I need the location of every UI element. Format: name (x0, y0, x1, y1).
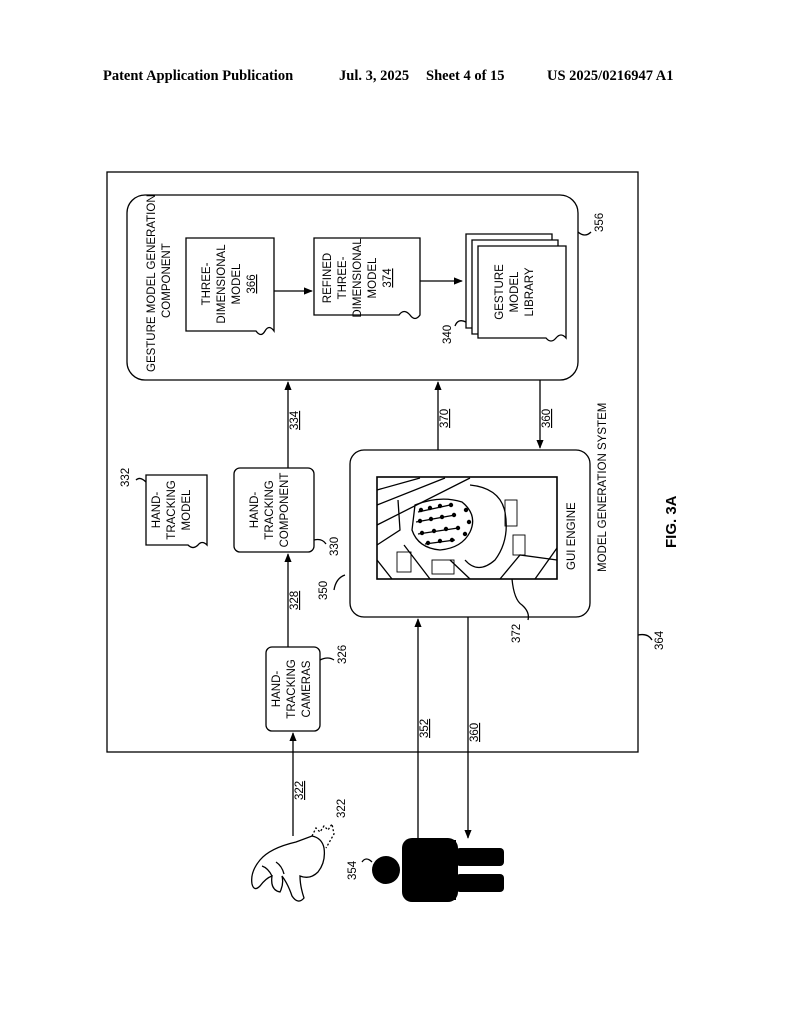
gesture-ref-leader (577, 231, 592, 236)
system-ref: 364 (654, 630, 666, 650)
user-silhouette (372, 838, 504, 902)
gui-engine-ref: 350 (318, 581, 330, 600)
system-ref-leader (637, 633, 653, 641)
refined-model-line-3: DIMENSIONAL (352, 238, 364, 318)
hand-tracking-model-line-3: MODEL (181, 489, 193, 531)
hand-drawing (251, 822, 335, 902)
gui-screen-ref-leader (511, 578, 530, 621)
arrow-ref-322: 322 (294, 781, 306, 800)
gui-screen (376, 476, 558, 580)
library-sheet-front (477, 245, 567, 342)
refined-model-line-2: THREE- (337, 256, 349, 299)
arrow-ref-360-top: 360 (541, 409, 553, 428)
patent-number: US 2025/0216947 A1 (547, 68, 674, 84)
figure-label: FIG. 3A (663, 495, 680, 548)
hand-tracking-component-line-3: COMPONENT (279, 473, 291, 548)
refined-model-line-4: MODEL (367, 257, 379, 299)
hand-tracking-component-line-2: TRACKING (264, 480, 276, 539)
refined-model-ref: 374 (382, 268, 394, 288)
hand-tracking-cameras-box (265, 646, 321, 732)
hand-tracking-model-ref-leader (135, 477, 147, 483)
publication-date: Jul. 3, 2025 (339, 68, 410, 84)
gui-screen-ref: 372 (511, 624, 523, 643)
three-d-model-line-3: MODEL (231, 263, 243, 305)
three-dimensional-model-box (185, 237, 275, 336)
gui-engine-title: GUI ENGINE (566, 502, 578, 570)
hand-tracking-component-box (233, 467, 315, 553)
cameras-line-3: CAMERAS (301, 660, 313, 717)
library-line-2: MODEL (509, 271, 521, 313)
hand-tracking-component-ref: 330 (329, 537, 341, 556)
cameras-line-1: HAND- (271, 671, 283, 708)
arrow-ref-352: 352 (419, 719, 431, 738)
cameras-ref: 326 (337, 645, 349, 664)
hand-tracking-model-ref: 332 (120, 468, 132, 487)
cameras-ref-leader (319, 657, 335, 661)
hand-tracking-component-line-1: HAND- (249, 492, 261, 529)
three-d-model-ref: 366 (246, 274, 258, 293)
hand-tracking-model-line-2: TRACKING (166, 480, 178, 539)
arrow-ref-360-bottom: 360 (469, 723, 481, 742)
arrow-ref-370: 370 (439, 409, 451, 428)
arrow-ref-328: 328 (289, 591, 301, 610)
library-line-1: GESTURE (494, 264, 506, 320)
gesture-component-title-2: COMPONENT (161, 243, 173, 318)
hand-tracking-component-ref-leader (313, 538, 327, 545)
gui-engine-ref-leader (333, 574, 346, 591)
patent-header: Patent Application Publication Jul. 3, 2… (0, 68, 794, 88)
library-line-3: LIBRARY (524, 267, 536, 316)
library-ref-leader (454, 320, 467, 327)
cameras-line-2: TRACKING (286, 659, 298, 718)
user-ref-leader (361, 858, 373, 863)
three-d-model-line-1: THREE- (201, 262, 213, 305)
sheet-number: Sheet 4 of 15 (426, 68, 505, 84)
arrow-ref-334: 334 (289, 410, 301, 430)
hand-ref: 322 (336, 799, 348, 818)
library-ref: 340 (442, 325, 454, 344)
three-d-model-line-2: DIMENSIONAL (216, 244, 228, 324)
hand-tracking-model-box (145, 474, 208, 549)
hand-tracking-model-line-1: HAND- (151, 492, 163, 529)
publication-label: Patent Application Publication (103, 68, 294, 84)
user-ref: 354 (347, 860, 359, 880)
gesture-component-ref: 356 (594, 213, 606, 232)
refined-model-line-1: REFINED (322, 253, 334, 303)
refined-model-box (313, 237, 421, 320)
gesture-component-title-1: GESTURE MODEL GENERATION (146, 194, 158, 372)
model-generation-system-label: MODEL GENERATION SYSTEM (597, 403, 609, 572)
